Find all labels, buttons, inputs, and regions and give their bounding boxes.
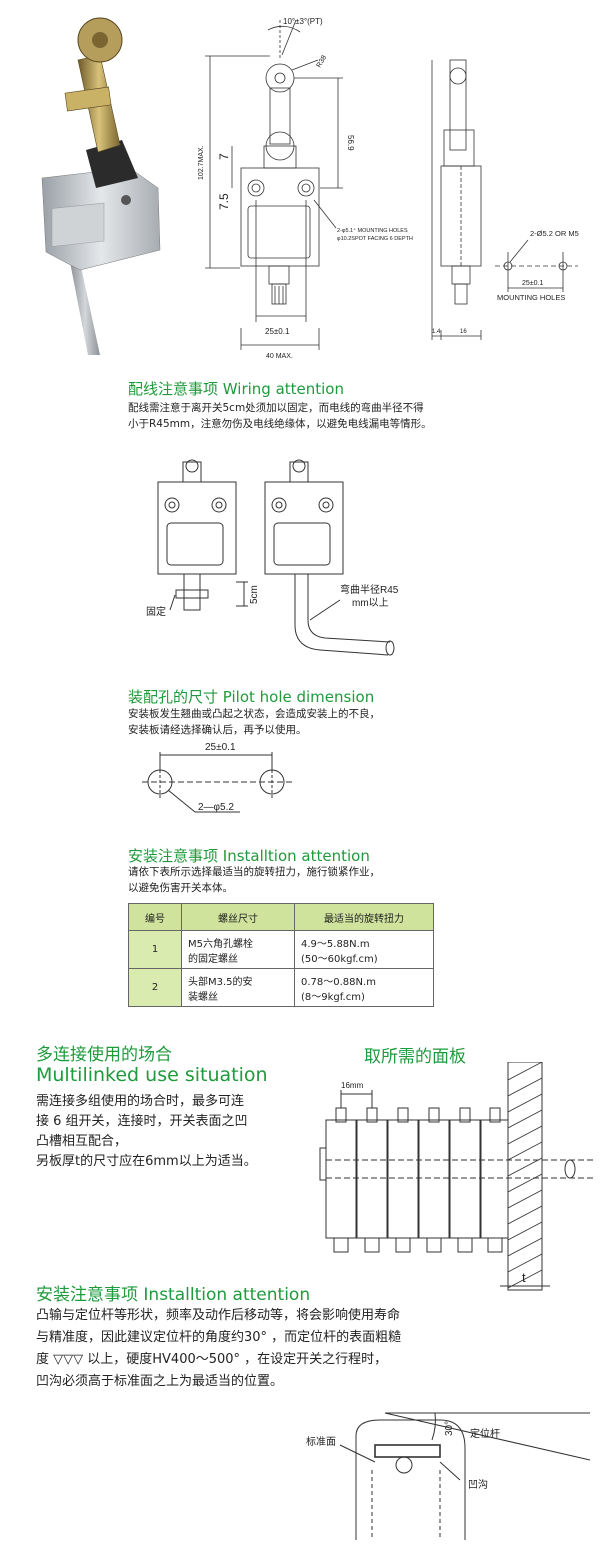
th-no: 编号 <box>128 903 182 931</box>
label-standard-surface: 标准面 <box>306 1436 336 1448</box>
pilot-hole: 2—φ5.2 <box>198 802 234 813</box>
install-text-2: 以避免伤害开关本体。 <box>128 882 233 894</box>
pilot-text-1: 安装板发生翘曲或凸起之状态，会造成安装上的不良， <box>128 708 380 720</box>
install2-text-3: 度 ▽▽▽ 以上，硬度HV400～500° ，在设定开关之行程时， <box>36 1352 388 1367</box>
install2-text-2: 与精准度，因此建议定位杆的角度约30° ，而定位杆的表面粗糙 <box>36 1330 402 1345</box>
row-2-torque: 0.78～0.88N.m (8～9kgf.cm) <box>294 968 434 1007</box>
label-rod: 定位杆 <box>470 1427 500 1440</box>
dim-7-5: 7.5 <box>217 193 231 210</box>
positioning-rod-diagram: 标准面 30° 定位杆 凹沟 <box>300 1405 600 1545</box>
dimension-drawing: 10°±3°(PT) R38 56.9 102.7MAX. 7 7.5 2-φ5… <box>175 0 600 365</box>
pilot-diagram: 25±0.1 2—φ5.2 <box>135 735 315 825</box>
th-torque: 最适当的旋转扭力 <box>294 903 434 931</box>
dim-102-7: 102.7MAX. <box>198 145 205 180</box>
torque-table: 编号 螺丝尺寸 最适当的旋转扭力 1 M5六角孔螺栓的固定螺丝 4.9～5.88… <box>128 903 434 1007</box>
hole-caption: MOUNTING HOLES <box>497 293 565 302</box>
row-2-screw-line-2: 装螺丝 <box>188 991 218 1003</box>
wiring-diagram: 固定 5cm 弯曲半径R45 mm以上 <box>140 448 440 673</box>
wiring-title: 配线注意事项 Wiring attention <box>128 380 344 398</box>
label-5cm: 5cm <box>249 585 260 604</box>
row-2-torque-line-2: (8～9kgf.cm) <box>301 991 365 1003</box>
pilot-title: 装配孔的尺寸 Pilot hole dimension <box>128 688 375 706</box>
label-t: t <box>522 1270 526 1285</box>
hole-label: 2-Ø5.2 OR M5 <box>530 229 579 238</box>
install2-title: 安装注意事项 Installtion attention <box>36 1285 311 1305</box>
dim-1-4: 1.4 <box>432 329 441 335</box>
dim-16: 16 <box>460 329 467 335</box>
hole-dim: 25±0.1 <box>522 280 543 287</box>
label-bend-1: 弯曲半径R45 <box>340 583 399 596</box>
label-groove: 凹沟 <box>468 1478 488 1491</box>
table-header-row: 编号 螺丝尺寸 最适当的旋转扭力 <box>128 903 434 931</box>
row-1-screw-line-2: 的固定螺丝 <box>188 953 238 965</box>
pilot-dim: 25±0.1 <box>205 742 236 753</box>
label-fix: 固定 <box>146 605 166 618</box>
panel-title: 取所需的面板 <box>364 1047 466 1067</box>
row-1-screw-line-1: M5六角孔螺栓 <box>188 938 253 950</box>
wiring-text-2: 小于R45mm，注意勿伤及电线绝缘体，以避免电线漏电等情形。 <box>128 418 432 430</box>
row-1-no: 1 <box>128 930 182 969</box>
mounting-note-2: φ10.2SPOT FACING 6 DEPTH <box>337 236 413 242</box>
wiring-text-1: 配线需注意于离开关5cm处须加以固定，而电线的弯曲半径不得 <box>128 402 424 414</box>
install-text-1: 请依下表所示选择最适当的旋转扭力，施行锁紧作业， <box>128 866 380 878</box>
label-30-degree: 30° <box>444 1421 455 1436</box>
multi-text-2: 接 6 组开关，连接时，开关表面之凹 <box>36 1114 248 1129</box>
product-photo <box>0 0 175 355</box>
row-1-screw: M5六角孔螺栓的固定螺丝 <box>181 930 295 969</box>
multi-text-3: 凸槽相互配合， <box>36 1134 128 1149</box>
install2-text-4: 凹沟必须高于标准面之上为最适当的位置。 <box>36 1374 284 1389</box>
dim-40: 40 MAX. <box>266 353 293 360</box>
table-row: 1 M5六角孔螺栓的固定螺丝 4.9～5.88N.m (50～60kgf.cm) <box>128 930 434 969</box>
r-label: R38 <box>316 54 329 69</box>
th-screw: 螺丝尺寸 <box>181 903 295 931</box>
row-2-screw: 头部M3.5的安装螺丝 <box>181 968 295 1007</box>
table-row: 2 头部M3.5的安装螺丝 0.78～0.88N.m (8～9kgf.cm) <box>128 968 434 1007</box>
dim-25: 25±0.1 <box>265 327 290 336</box>
row-2-torque-line-1: 0.78～0.88N.m <box>301 976 376 988</box>
multi-title-en: Multilinked use situation <box>36 1064 268 1086</box>
pilot-text-2: 安装板请经选择确认后，再予以使用。 <box>128 724 307 736</box>
angle-label: 10°±3°(PT) <box>283 17 323 26</box>
install-title: 安装注意事项 Installtion attention <box>128 847 370 865</box>
label-bend-2: mm以上 <box>352 597 389 609</box>
multi-text-1: 需连接多组使用的场合时，最多可连 <box>36 1094 245 1109</box>
multi-text-4: 另板厚t的尺寸应在6mm以上为适当。 <box>36 1154 257 1169</box>
row-2-screw-line-1: 头部M3.5的安 <box>188 976 253 988</box>
row-1-torque: 4.9～5.88N.m (50～60kgf.cm) <box>294 930 434 969</box>
mounting-note-1: 2-φ5.1⁺ MOUNTING HOLES <box>337 227 408 234</box>
row-2-no: 2 <box>128 968 182 1007</box>
row-1-torque-line-2: (50～60kgf.cm) <box>301 953 378 965</box>
multilink-diagram: 16mm t <box>315 1061 600 1294</box>
install2-text-1: 凸输与定位杆等形状，频率及动作后移动等，将会影响使用寿命 <box>36 1308 401 1323</box>
multi-title-cn: 多连接使用的场合 <box>36 1045 172 1065</box>
dim-16mm: 16mm <box>341 1081 364 1090</box>
row-1-torque-line-1: 4.9～5.88N.m <box>301 938 370 950</box>
dim-7: 7 <box>217 153 231 160</box>
dim-56-9: 56.9 <box>346 135 355 151</box>
